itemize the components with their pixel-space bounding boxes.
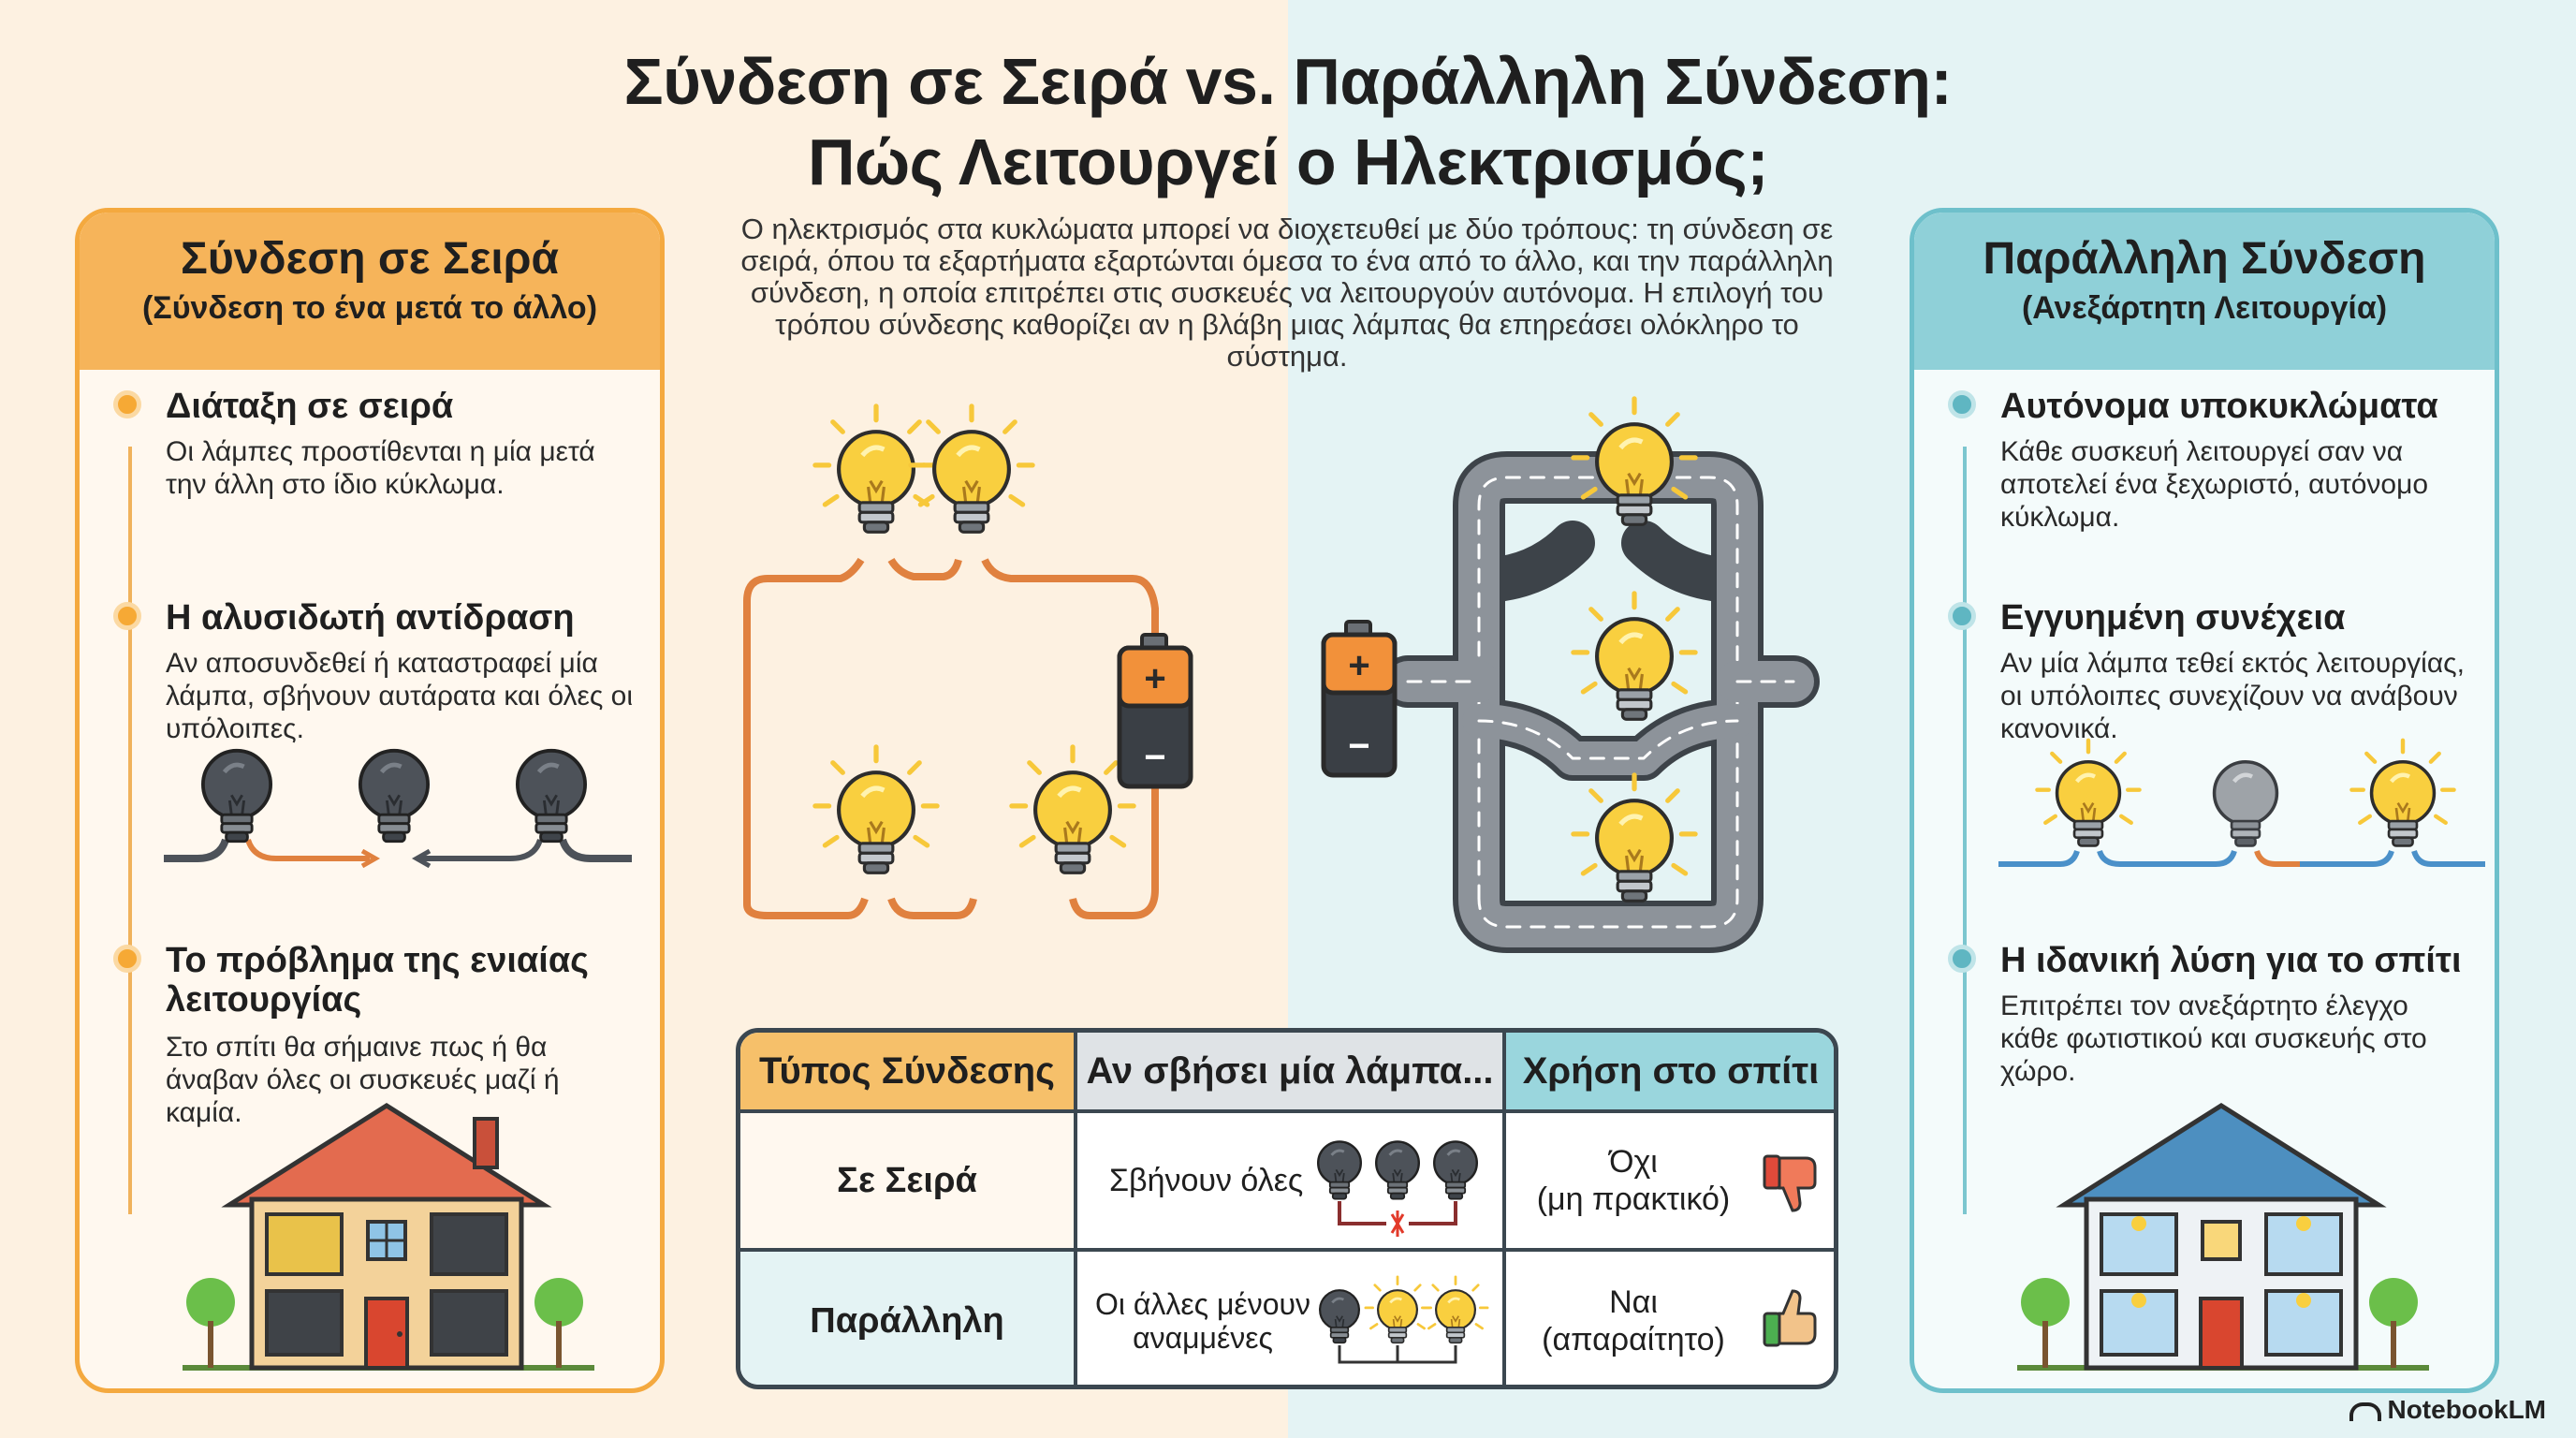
- battery-icon: + −: [1117, 633, 1193, 789]
- bullet-dot: [113, 390, 141, 418]
- notebooklm-logo-icon: [2349, 1401, 2382, 1421]
- battery-minus: −: [1144, 737, 1165, 778]
- bulb-off-icon: [203, 751, 271, 842]
- bulb-on-icon: [911, 406, 1032, 532]
- parallel-item-body: Αν μία λάμπα τεθεί εκτός λειτουργίας, οι…: [2000, 648, 2465, 744]
- bullet-dot: [1948, 945, 1976, 973]
- battery-plus: +: [1144, 658, 1165, 699]
- series-circuit-diagram: + −: [743, 403, 1193, 919]
- bullet-dot: [1948, 390, 1976, 418]
- series-item-title: Διάταξη σε σειρά: [166, 387, 454, 426]
- series-bulbs-off-icon: [1316, 1139, 1479, 1237]
- parallel-panel-subtitle: (Ανεξάρτητη Λειτουργία): [2021, 290, 2388, 326]
- bulb-on-icon: [2037, 741, 2139, 846]
- table-cell-type-series: Σε Σειρά: [740, 1113, 1077, 1252]
- effect-text-line2: αναμμένες: [1133, 1321, 1273, 1355]
- use-answer: Όχι: [1609, 1144, 1658, 1180]
- bulb-off-icon: [360, 751, 428, 842]
- battery-minus: −: [1348, 726, 1369, 767]
- page-title-line2: Πώς Λειτουργεί ο Ηλεκτρισμός;: [807, 125, 1769, 198]
- bullet-dot: [1948, 602, 1976, 630]
- house-parallel-icon: [2017, 1103, 2429, 1371]
- bulb-on-icon: [1012, 747, 1134, 873]
- house-series-icon: [183, 1103, 594, 1371]
- series-panel: Σύνδεση σε Σειρά (Σύνδεση το ένα μετά το…: [75, 208, 665, 1393]
- use-answer: Ναι: [1609, 1284, 1658, 1320]
- effect-text: Σβήνουν όλες: [1109, 1163, 1304, 1198]
- parallel-item-title: Εγγυημένη συνέχεια: [2000, 598, 2346, 638]
- parallel-panel-title: Παράλληλη Σύνδεση: [1983, 234, 2426, 284]
- page-title-line1: Σύνδεση σε Σειρά vs. Παράλληλη Σύνδεση:: [623, 45, 1953, 118]
- bulb-on-icon: [1573, 775, 1695, 901]
- table-cell-effect-parallel: Οι άλλες μένουν αναμμένες: [1077, 1252, 1506, 1385]
- bullet-dot: [113, 602, 141, 630]
- brand-name: NotebookLM: [2387, 1395, 2546, 1424]
- page-title: Σύνδεση σε Σειρά vs. Παράλληλη Σύνδεση: …: [0, 41, 2576, 202]
- parallel-bulbs-mixed-icon: [1318, 1275, 1489, 1364]
- parallel-item-body: Κάθε συσκευή λειτουργεί σαν να αποτελεί …: [2000, 436, 2429, 533]
- bulb-on-icon: [815, 747, 937, 873]
- parallel-panel: Παράλληλη Σύνδεση (Ανεξάρτητη Λειτουργία…: [1910, 208, 2499, 1393]
- series-panel-header: Σύνδεση σε Σειρά (Σύνδεση το ένα μετά το…: [80, 213, 660, 370]
- use-note: (απαραίτητο): [1542, 1322, 1725, 1357]
- bulb-off-icon: [2215, 762, 2277, 846]
- bulb-off-icon: [518, 751, 585, 842]
- series-panel-subtitle: (Σύνδεση το ένα μετά το άλλο): [141, 290, 598, 326]
- brand-label: NotebookLM: [2349, 1395, 2546, 1425]
- effect-text-line1: Οι άλλες μένουν: [1095, 1287, 1310, 1321]
- intro-paragraph: Ο ηλεκτρισμός στα κυκλώματα μπορεί να δι…: [740, 213, 1834, 373]
- comparison-table: Τύπος Σύνδεσης Αν σβήσει μία λάμπα... Χρ…: [736, 1028, 1838, 1389]
- parallel-item-title: Αυτόνομα υποκυκλώματα: [2000, 387, 2438, 426]
- use-note: (μη πρακτικό): [1536, 1181, 1731, 1217]
- table-cell-effect-series: Σβήνουν όλες: [1077, 1113, 1506, 1252]
- series-item-title: Το πρόβλημα της ενιαίας λειτουργίας: [166, 941, 589, 1020]
- parallel-item-body: Επιτρέπει τον ανεξάρτητο έλεγχο κάθε φωτ…: [2000, 990, 2427, 1087]
- table-cell-type-parallel: Παράλληλη: [740, 1252, 1077, 1385]
- timeline-line: [128, 447, 132, 1214]
- table-header-use: Χρήση στο σπίτι: [1506, 1033, 1834, 1113]
- series-panel-title: Σύνδεση σε Σειρά: [181, 234, 559, 284]
- table-header-type: Τύπος Σύνδεσης: [740, 1033, 1077, 1113]
- parallel-panel-header: Παράλληλη Σύνδεση (Ανεξάρτητη Λειτουργία…: [1914, 213, 2495, 370]
- series-item-body: Αν αποσυνδεθεί ή καταστραφεί μία λάμπα, …: [166, 648, 633, 744]
- bulb-on-icon: [1573, 594, 1695, 719]
- series-chain-illustration: [164, 746, 632, 869]
- bulb-on-icon: [815, 406, 937, 532]
- thumbs-up-icon: [1763, 1289, 1817, 1347]
- series-item-body: Οι λάμπες προστίθενται η μία μετά την άλ…: [166, 436, 595, 500]
- battery-icon: + −: [1321, 620, 1398, 778]
- bullet-dot: [113, 945, 141, 973]
- timeline-line: [1963, 447, 1967, 1214]
- series-item-body: Στο σπίτι θα σήμαινε πως ή θα άναβαν όλε…: [166, 1032, 560, 1128]
- parallel-item-title: Η ιδανική λύση για το σπίτι: [2000, 941, 2462, 980]
- effect-text-block: Οι άλλες μένουν αναμμένες: [1090, 1287, 1315, 1355]
- parallel-chain-illustration: [1998, 746, 2485, 867]
- table-cell-use-parallel: Ναι (απαραίτητο): [1506, 1252, 1834, 1385]
- thumbs-down-icon: [1763, 1154, 1817, 1212]
- table-cell-use-series: Όχι (μη πρακτικό): [1506, 1113, 1834, 1252]
- parallel-circuit-diagram: + −: [1321, 403, 1820, 953]
- bulb-on-icon: [2351, 741, 2453, 846]
- table-header-effect: Αν σβήσει μία λάμπα...: [1077, 1033, 1506, 1113]
- series-item-title: Η αλυσιδωτή αντίδραση: [166, 598, 575, 638]
- battery-plus: +: [1348, 645, 1369, 686]
